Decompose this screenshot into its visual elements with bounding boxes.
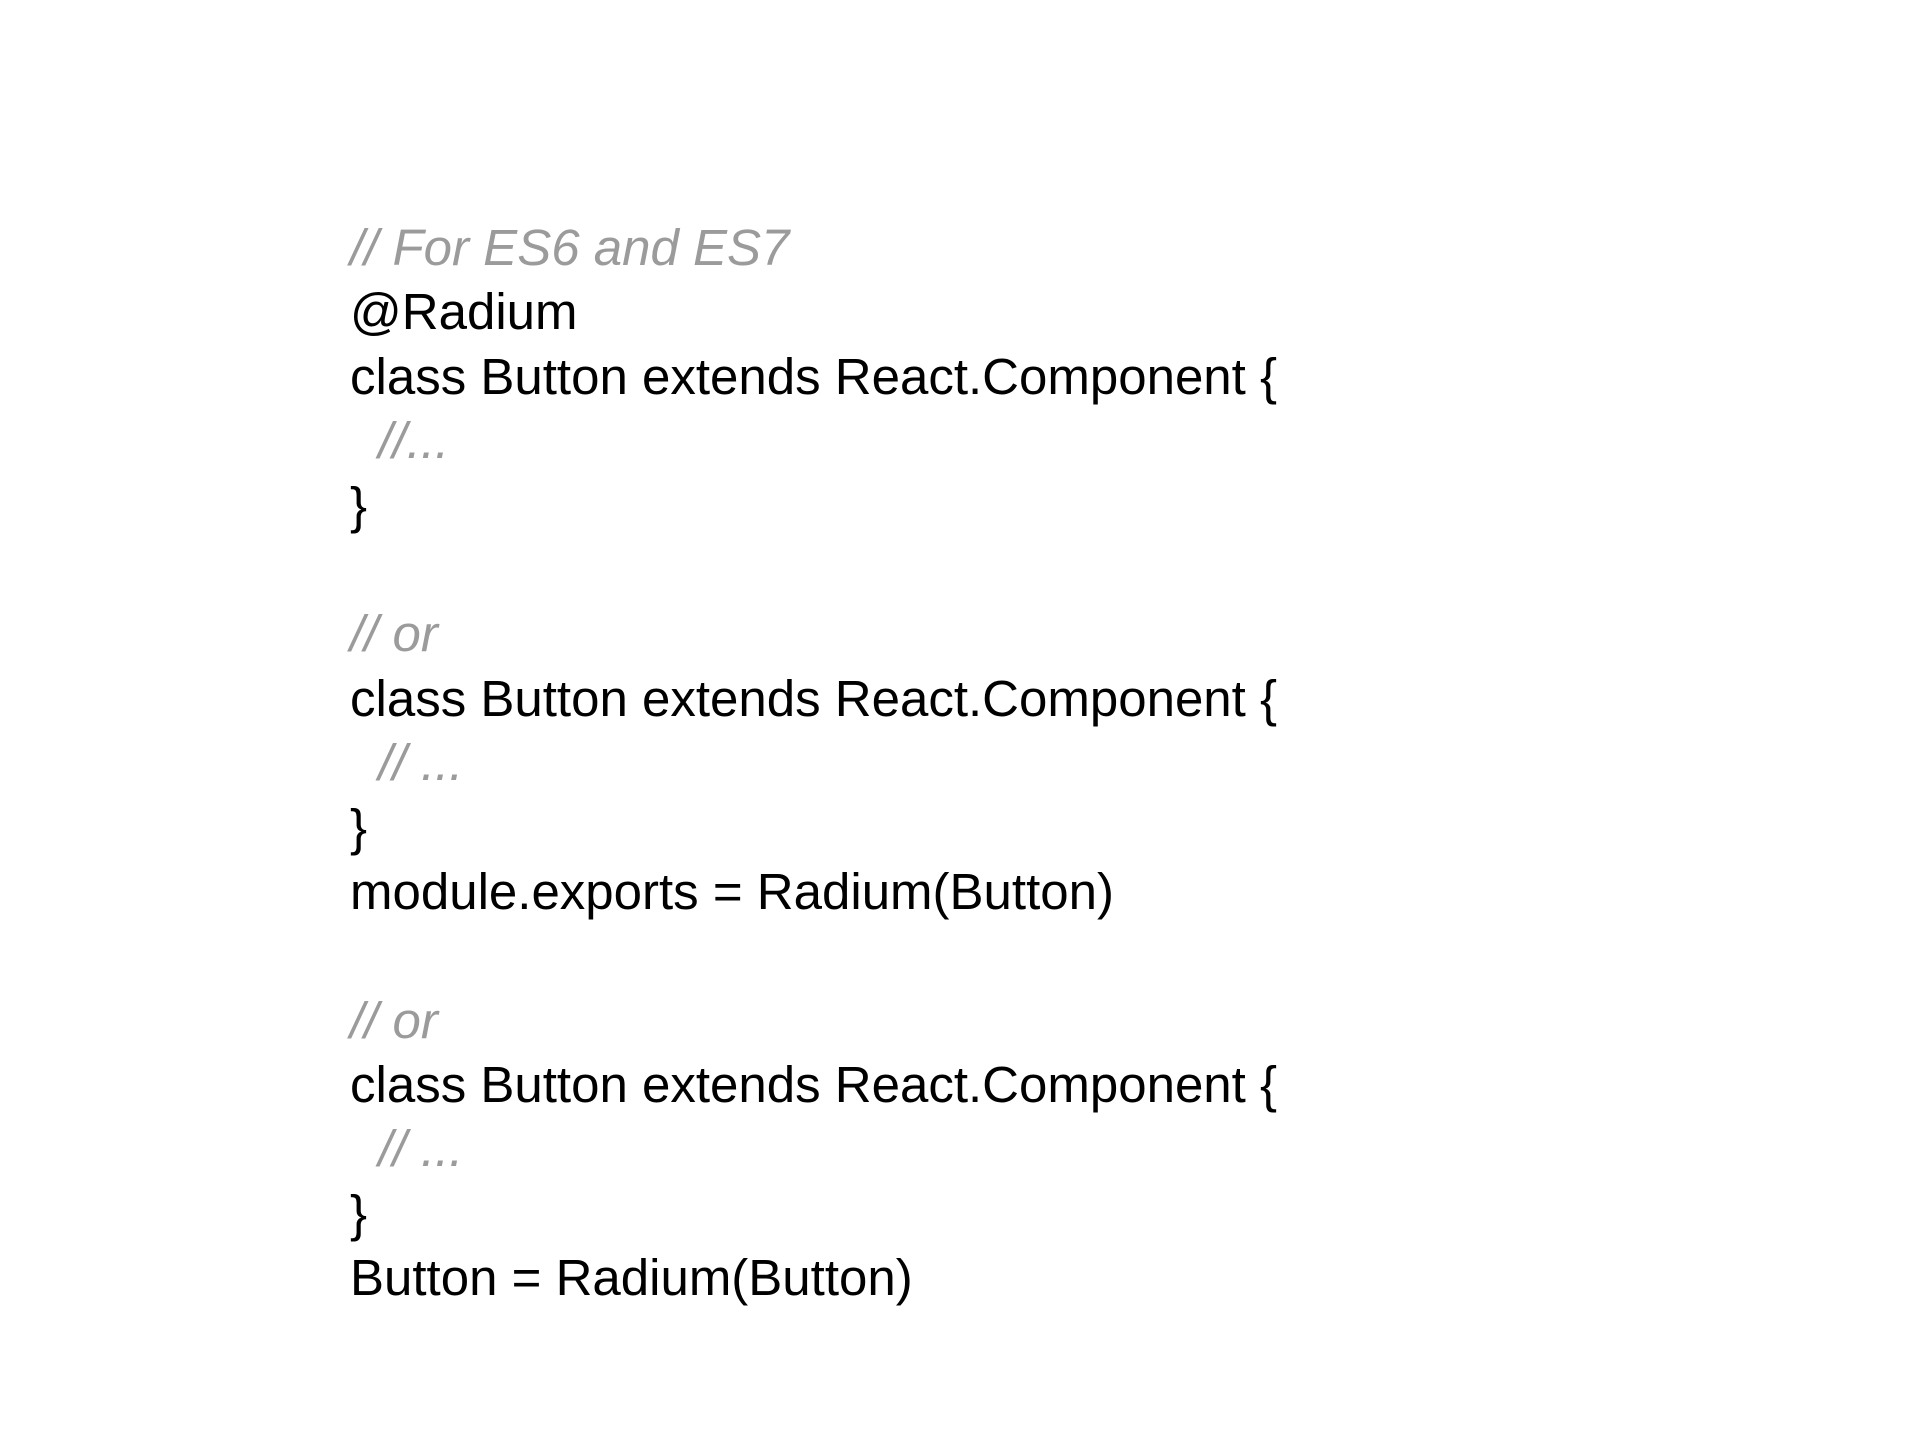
comment-line: // or xyxy=(350,991,438,1049)
comment-line: // or xyxy=(350,605,438,663)
closing-brace-line: } xyxy=(350,1184,368,1242)
code-snippet: // For ES6 and ES7 @Radium class Button … xyxy=(350,216,1277,1311)
closing-brace-line: } xyxy=(350,476,368,534)
comment-line: // ... xyxy=(350,1120,464,1178)
closing-brace-line: } xyxy=(350,798,368,856)
comment-line: //... xyxy=(350,412,450,470)
export-line: module.exports = Radium(Button) xyxy=(350,862,1114,920)
class-declaration-line: class Button extends React.Component { xyxy=(350,1056,1278,1114)
class-declaration-line: class Button extends React.Component { xyxy=(350,347,1278,405)
class-declaration-line: class Button extends React.Component { xyxy=(350,669,1278,727)
comment-line: // ... xyxy=(350,734,464,792)
decorator-line: @Radium xyxy=(350,283,578,341)
blank-line xyxy=(350,924,1277,988)
assignment-line: Button = Radium(Button) xyxy=(350,1249,913,1307)
blank-line xyxy=(350,538,1277,602)
comment-line: // For ES6 and ES7 xyxy=(350,219,790,276)
